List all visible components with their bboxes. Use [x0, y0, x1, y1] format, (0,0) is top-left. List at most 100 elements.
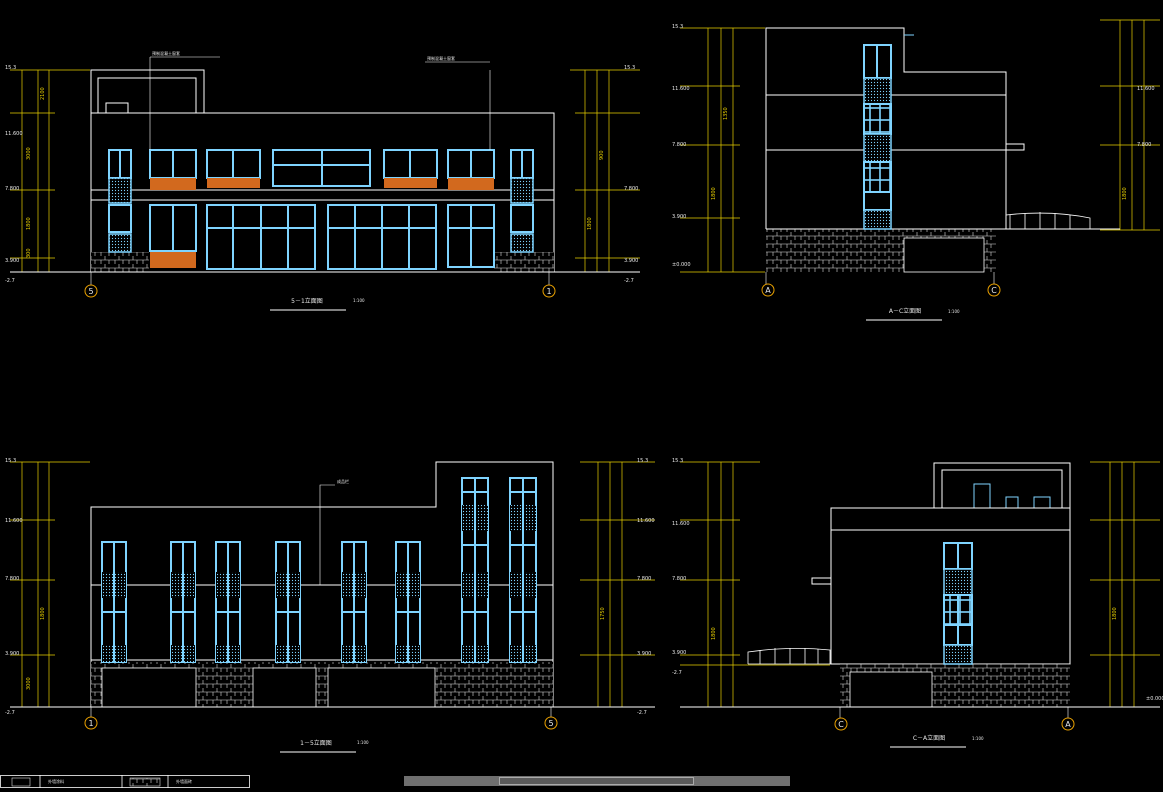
east-title: A－C立面图: [889, 307, 921, 315]
east-dim-right: [1100, 19, 1160, 231]
south-axis-left: 5: [88, 287, 93, 296]
south-dim-left: [10, 69, 90, 273]
east-level-1: 15.3: [672, 24, 683, 30]
south-axis-left-bubble: [84, 284, 98, 298]
north-axis-right: 5: [548, 719, 553, 728]
south-side-windows: [108, 177, 534, 253]
west-level-1: 15.3: [672, 458, 683, 464]
south-level-r1: 15.3: [624, 65, 635, 71]
north-level-5: -2.7: [5, 710, 15, 716]
legend-item-1: 外墙涂料: [48, 778, 64, 784]
dim-v-1: 300: [26, 248, 32, 258]
north-level-3: 7.800: [5, 576, 19, 582]
west-level-3: 7.800: [672, 576, 686, 582]
north-level-2: 11.600: [5, 518, 23, 524]
east-ramp: [1005, 212, 1091, 229]
south-scale: 1:100: [353, 298, 365, 303]
east-level-4: 3.900: [672, 214, 686, 220]
south-level-top: 15.3: [5, 65, 16, 71]
north-level-r5: -2.7: [637, 710, 647, 716]
south-orange-step: [150, 252, 196, 268]
east-tall-window: [863, 44, 892, 230]
east-scale: 1:100: [948, 309, 960, 314]
west-axis-right: A: [1065, 720, 1071, 729]
dim-v-2: 1800: [26, 217, 32, 230]
south-leaders: [149, 56, 491, 150]
south-level-r4: -2.7: [624, 278, 634, 284]
west-axis-left: C: [838, 720, 844, 729]
south-level-r2: 7.800: [624, 186, 638, 192]
south-ground-windows: [149, 204, 495, 270]
south-orange-sills: [150, 178, 494, 190]
west-axis-right-bubble: [1061, 717, 1075, 731]
north-scale: 1:100: [357, 740, 369, 745]
dim-v-8: 1350: [723, 107, 729, 120]
north-dim-left: [10, 461, 90, 708]
south-note-left: 预制混凝土窗套: [152, 50, 180, 56]
south-level-3: 7.800: [5, 186, 19, 192]
north-dim-right: [580, 461, 655, 708]
south-title: 5－1立面图: [291, 297, 323, 305]
north-elevation: 成品栏 1 5 1－5立面图 1:100 15.3 11.600 7.800 3…: [5, 458, 655, 753]
west-ramp: [747, 648, 1070, 665]
east-level-2: 11.600: [672, 86, 690, 92]
west-title: C－A立面图: [913, 734, 945, 742]
west-level-2: 11.600: [672, 521, 690, 527]
south-stone-base-left: [91, 252, 149, 272]
north-axis-right-bubble: [544, 716, 558, 730]
south-level-4: 3.900: [5, 258, 19, 264]
west-level-5: -2.7: [672, 670, 682, 676]
south-axis-right-bubble: [542, 284, 556, 298]
west-level-4: 3.900: [672, 650, 686, 656]
north-note: 成品栏: [337, 478, 349, 484]
dim-v-14: 1800: [1112, 607, 1118, 620]
east-axis-left-bubble: [761, 283, 775, 297]
east-axis-left: A: [765, 286, 771, 295]
east-axis-right-bubble: [987, 283, 1001, 297]
west-axis-left-bubble: [834, 717, 848, 731]
east-axis-right: C: [991, 286, 997, 295]
west-tall-window: [943, 542, 973, 665]
north-level-4: 3.900: [5, 651, 19, 657]
dim-v-9: 1800: [1122, 187, 1128, 200]
dim-v-11: 1800: [40, 607, 46, 620]
north-plinth-openings: [101, 667, 436, 708]
east-elevation: A C A－C立面图 1:100 15.3 11.600 7.800 3.900…: [672, 19, 1160, 321]
dim-v-6: 900: [599, 150, 605, 160]
south-axis-right: 1: [546, 287, 551, 296]
north-title: 1－5立面图: [300, 739, 332, 747]
east-building-outline: [765, 27, 1025, 229]
west-dim-right: [1070, 461, 1160, 708]
north-windows: [101, 477, 537, 663]
dim-v-12: 1750: [600, 607, 606, 620]
dim-v-5: 1800: [587, 217, 593, 230]
dimension-values: 300 1800 3000 2100 1800 900 1800 1350 18…: [26, 87, 1128, 690]
dim-v-13: 1800: [711, 627, 717, 640]
south-level-5: -2.7: [5, 278, 15, 284]
south-elevation: 预制混凝土窗套 预制混凝土窗套 5 1 5－1立面图 1:100 15.3 11…: [5, 50, 640, 311]
horizontal-scrollbar[interactable]: [404, 776, 790, 786]
south-level-r3: 3.900: [624, 258, 638, 264]
east-level-3: 7.800: [672, 142, 686, 148]
north-leader: [140, 484, 335, 585]
north-level-r2: 11.600: [637, 518, 655, 524]
dim-v-7: 1800: [711, 187, 717, 200]
dim-v-4: 2100: [40, 87, 46, 100]
dim-v-10: 3000: [26, 677, 32, 690]
north-level-r1: 15.3: [637, 458, 648, 464]
scrollbar-thumb[interactable]: [499, 777, 694, 785]
dim-v-3: 3000: [26, 147, 32, 160]
legend-item-2: 外墙面砖: [176, 778, 192, 784]
east-level-r2: 7.800: [1137, 142, 1151, 148]
west-elevation: C A C－A立面图 1:100 15.3 11.600 7.800 3.900…: [672, 458, 1163, 748]
west-building-outline: [811, 462, 1071, 665]
north-level-1: 15.3: [5, 458, 16, 464]
north-level-r3: 7.800: [637, 576, 651, 582]
west-level-r1: ±0.000: [1146, 696, 1163, 702]
east-level-r1: 11.600: [1137, 86, 1155, 92]
south-stone-base-right: [494, 252, 554, 272]
east-level-5: ±0.000: [672, 262, 691, 268]
east-dim-left: [680, 27, 765, 273]
south-level-2: 11.600: [5, 131, 23, 137]
